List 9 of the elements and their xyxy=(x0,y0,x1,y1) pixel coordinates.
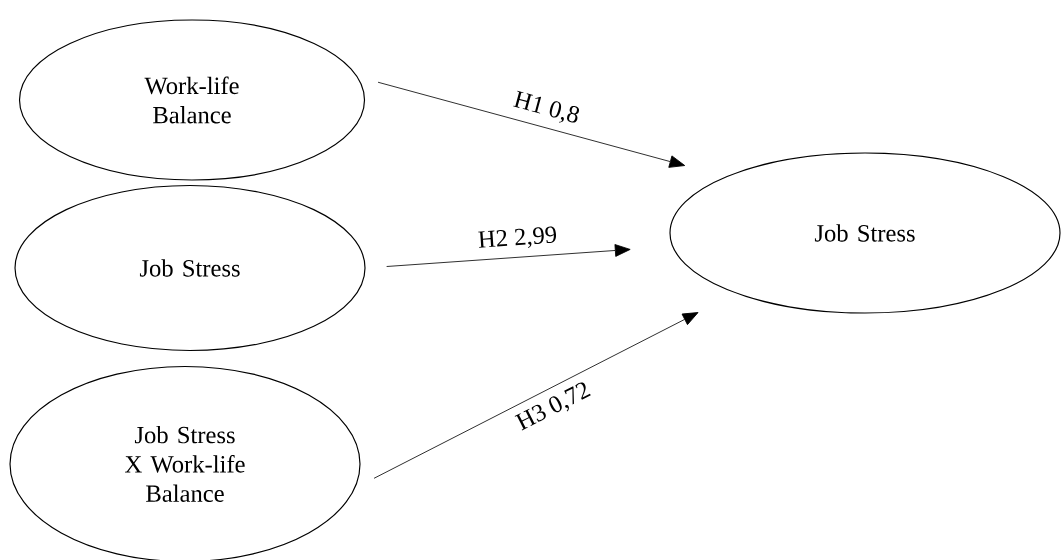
edge-label: H3 0,72 xyxy=(514,382,591,431)
arrow xyxy=(386,244,631,267)
ellipse-node: Work-life Balance xyxy=(18,19,366,181)
arrow xyxy=(373,312,699,479)
edge-label: H2 2,99 xyxy=(478,226,557,249)
edge-label: H1 0,8 xyxy=(513,90,580,123)
arrow xyxy=(377,81,686,168)
ellipse-node: Job Stress xyxy=(669,152,1061,314)
ellipse-node: Job Stress xyxy=(14,184,366,352)
